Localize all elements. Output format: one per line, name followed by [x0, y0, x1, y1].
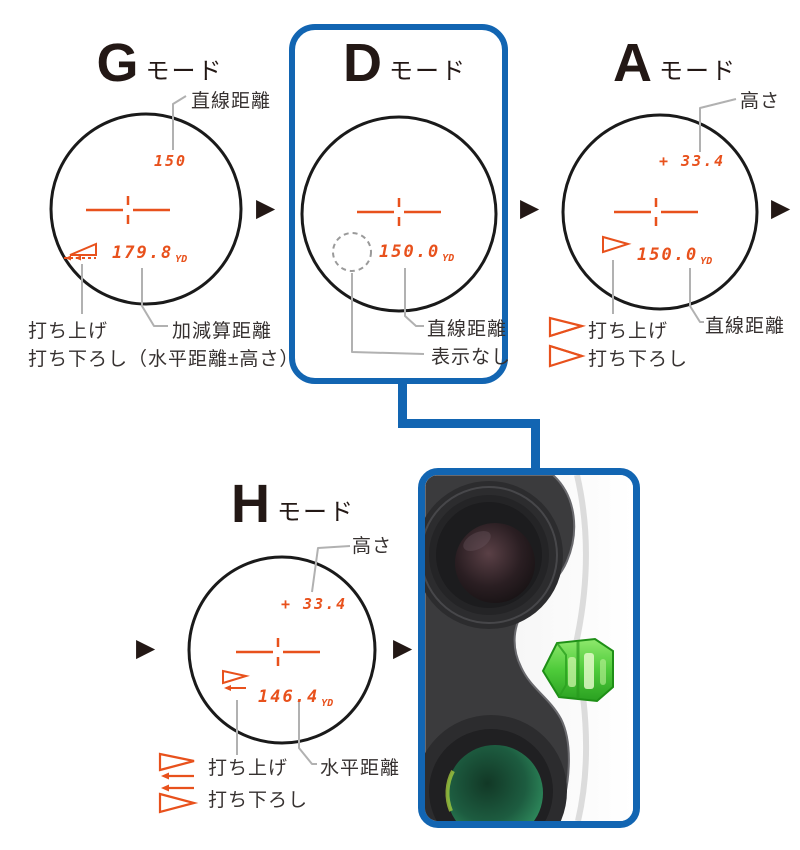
- a-mode-title: A モード: [585, 36, 765, 90]
- h-unit: YD: [321, 698, 334, 709]
- d-to-photo-connector: [398, 380, 540, 474]
- g-slope-updown-icon: [64, 242, 97, 261]
- photo-art: [425, 475, 633, 821]
- h-downhill-icon: [158, 784, 199, 814]
- g-mode-title: G モード: [70, 36, 250, 90]
- flow-arrow-icon: ▶: [393, 634, 413, 662]
- a-unit: YD: [700, 256, 713, 267]
- h-crosshair-icon: [236, 638, 320, 666]
- h-height-value: + 33.4: [281, 595, 348, 613]
- flow-arrow-icon: ▶: [136, 634, 156, 662]
- g-distance-top-value: 150: [154, 152, 188, 170]
- h-callout-horizontal-distance: 水平距離: [320, 758, 401, 779]
- h-mode-letter: H: [231, 474, 270, 534]
- g-mode-suffix: モード: [145, 57, 224, 85]
- h-slope-icon: [222, 669, 250, 691]
- rangefinder-product-photo: [418, 468, 640, 828]
- a-mode-letter: A: [613, 33, 652, 93]
- g-leader-top: [172, 95, 187, 150]
- d-mode-letter: D: [343, 33, 382, 93]
- flow-arrow-icon: ▶: [256, 194, 276, 222]
- g-callout-downhill: 打ち下ろし: [28, 349, 129, 370]
- g-unit: YD: [175, 254, 188, 265]
- h-uphill-icon: [158, 752, 195, 780]
- g-mode-letter: G: [96, 33, 139, 93]
- g-callout-adjusted-distance: 加減算距離: [172, 321, 273, 342]
- h-viewfinder-circle: [187, 555, 377, 745]
- d-callout-no-display: 表示なし: [431, 347, 512, 368]
- a-uphill-icon: [548, 316, 587, 338]
- d-leader-value: [404, 268, 424, 327]
- d-unit: YD: [442, 253, 455, 264]
- h-callout-downhill: 打ち下ろし: [208, 790, 309, 811]
- d-callout-straight-distance: 直線距離: [427, 319, 508, 340]
- g-crosshair-icon: [86, 196, 170, 224]
- a-downhill-icon: [548, 344, 586, 368]
- a-callout-height: 高さ: [740, 91, 781, 112]
- d-viewfinder-circle: [300, 115, 498, 313]
- a-callout-downhill: 打ち下ろし: [588, 349, 689, 370]
- a-callout-uphill: 打ち上げ: [588, 321, 669, 342]
- a-leader-top: [699, 98, 737, 152]
- a-height-value: + 33.4: [659, 152, 726, 170]
- a-mode-suffix: モード: [659, 57, 737, 85]
- d-leader-blank: [351, 273, 425, 355]
- g-callout-straight-distance: 直線距離: [191, 91, 272, 112]
- flow-arrow-icon: ▶: [520, 194, 540, 222]
- g-callout-adjusted-distance-formula: （水平距離±高さ）: [128, 349, 300, 370]
- h-callout-uphill: 打ち上げ: [208, 758, 289, 779]
- d-crosshair-icon: [357, 198, 441, 226]
- h-leader-value: [298, 702, 317, 765]
- g-leader-value: [141, 268, 168, 327]
- d-mode-suffix: モード: [389, 57, 467, 85]
- d-mode-title: D モード: [315, 36, 495, 90]
- no-display-dashed-circle-icon: [332, 232, 372, 272]
- objective-lens: [425, 715, 567, 821]
- a-leader-value: [689, 268, 704, 323]
- a-slope-icon: [602, 235, 632, 254]
- g-callout-uphill: 打ち上げ: [28, 321, 109, 342]
- a-viewfinder-circle: [561, 113, 759, 311]
- flow-arrow-icon: ▶: [771, 194, 791, 222]
- a-callout-straight-distance: 直線距離: [705, 316, 786, 337]
- eyepiece-lens: [425, 481, 563, 629]
- green-mode-button: [541, 637, 614, 703]
- h-mode-title: H モード: [203, 477, 383, 531]
- leader-lines: [81, 95, 737, 765]
- h-mode-suffix: モード: [277, 498, 355, 526]
- a-crosshair-icon: [614, 198, 698, 226]
- h-callout-height: 高さ: [352, 536, 393, 557]
- h-leader-top: [311, 545, 351, 593]
